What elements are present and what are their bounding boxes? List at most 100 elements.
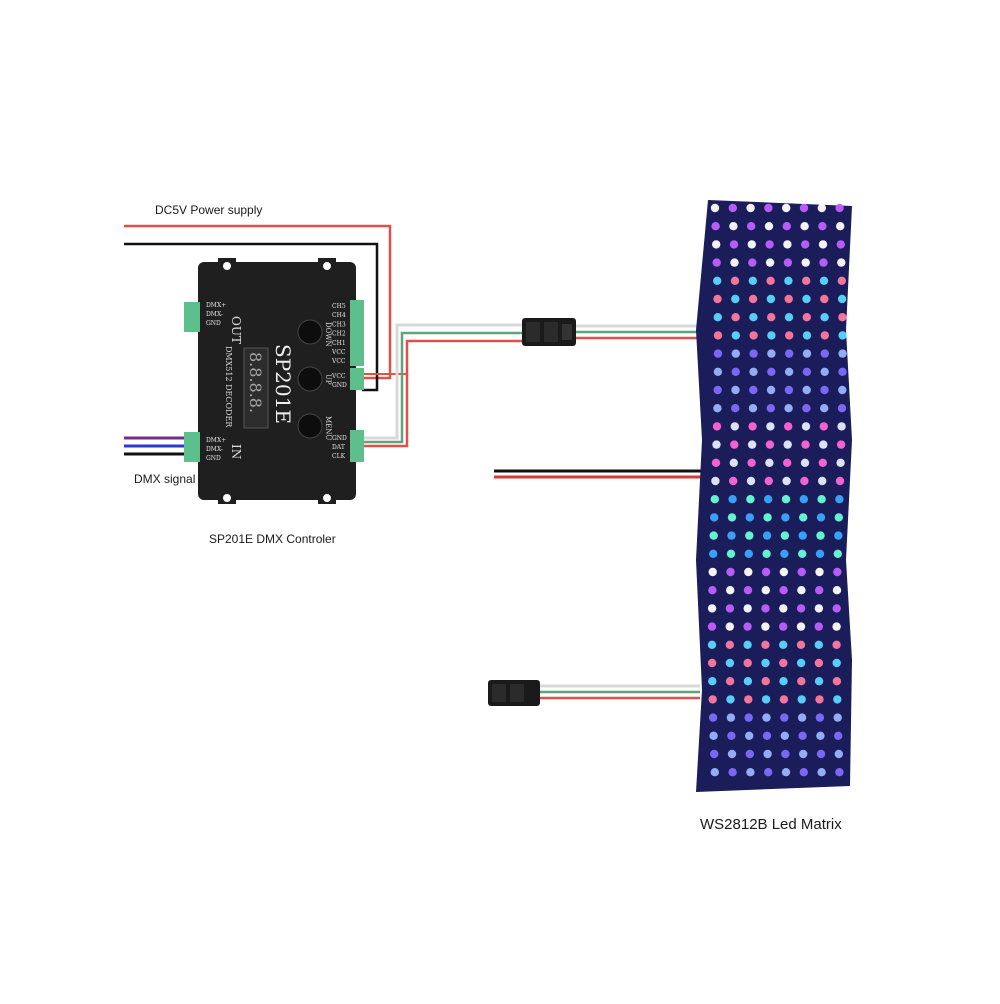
led-pixel (781, 495, 791, 504)
led-pixel (820, 385, 829, 395)
led-pixel (815, 586, 824, 595)
led-pixel (783, 440, 792, 449)
led-pixel (762, 531, 772, 540)
led-pixel (782, 203, 791, 213)
led-pixel (837, 276, 846, 285)
led-pixel (836, 222, 845, 231)
led-pixel (766, 294, 776, 304)
led-pixel (832, 658, 841, 668)
led-pixel (816, 749, 826, 759)
led-pixel (836, 240, 845, 249)
led-pixel (713, 276, 722, 285)
led-pixel (818, 222, 827, 231)
down-button[interactable] (297, 319, 323, 345)
led-pixel (781, 768, 791, 777)
led-pixel (832, 640, 841, 649)
menu-label: MENU (324, 416, 332, 440)
led-pixel (710, 513, 719, 522)
led-pixel (727, 731, 736, 740)
led-pixel (762, 549, 771, 558)
down-label: DOWN (324, 322, 332, 347)
led-pixel (802, 331, 812, 340)
led-pixel (749, 349, 758, 358)
led-pixel (837, 258, 846, 267)
led-pixel (833, 713, 842, 722)
led-pixel (779, 604, 788, 613)
pin-label: DMX- (206, 446, 223, 453)
led-pixel (744, 549, 753, 558)
led-pixel (784, 404, 793, 413)
led-pixel (834, 749, 843, 759)
led-pixel (833, 695, 842, 704)
led-pixel (761, 640, 770, 649)
led-pixel (749, 313, 758, 322)
led-pixel (761, 677, 770, 686)
led-pixel (815, 549, 825, 558)
led-pixel (746, 203, 755, 213)
power-supply-label: DC5V Power supply (155, 203, 263, 217)
led-pixel (834, 731, 843, 740)
led-pixel (727, 513, 737, 522)
led-pixel (835, 476, 845, 486)
matrix-input-connector (522, 318, 708, 346)
led-pixel (800, 476, 809, 486)
led-pixel (728, 203, 737, 213)
dmx-signal-label: DMX signal (134, 472, 196, 486)
led-pixel (761, 586, 770, 595)
led-pixel (746, 495, 755, 504)
led-pixel (726, 713, 736, 722)
led-pixel (784, 313, 794, 322)
led-pixel (713, 294, 722, 304)
led-pixel (731, 367, 740, 376)
up-button[interactable] (297, 366, 323, 392)
led-pixel (782, 222, 791, 231)
led-pixel (797, 677, 806, 686)
led-pixel (726, 549, 736, 558)
led-pixel (802, 276, 811, 285)
led-pixel (747, 240, 756, 249)
led-pixel (761, 695, 771, 704)
led-pixel (798, 531, 807, 540)
menu-button[interactable] (297, 413, 323, 439)
led-pixel (725, 658, 735, 668)
led-pixel (820, 331, 829, 340)
led-pixel (818, 458, 827, 467)
led-pixel (761, 658, 770, 668)
led-pixel (797, 586, 806, 595)
led-pixel (767, 349, 776, 358)
led-pixel (820, 349, 829, 358)
led-pixel (818, 476, 827, 486)
led-pixel (766, 276, 775, 285)
pin-label: CH2 (332, 331, 346, 338)
led-pixel (712, 240, 721, 249)
led-pixel (748, 404, 758, 413)
led-pixel (731, 313, 740, 322)
led-pixel (729, 458, 738, 467)
led-pixel (802, 404, 811, 413)
led-pixel (816, 531, 825, 540)
led-pixel (765, 458, 774, 467)
led-pixel (833, 567, 842, 577)
led-pixel (731, 349, 740, 358)
led-pixel (730, 440, 739, 449)
led-pixel (800, 458, 810, 467)
led-pixel (799, 495, 808, 504)
led-pixel (780, 731, 789, 740)
led-pixel (838, 313, 847, 322)
led-pixel (725, 604, 735, 613)
led-pixel (801, 258, 810, 267)
led-pixel (838, 385, 847, 395)
led-pixel (749, 331, 758, 340)
led-pixel (833, 549, 842, 558)
segment-display (243, 347, 269, 429)
led-pixel (764, 476, 773, 486)
dmx-wires (124, 436, 194, 456)
led-pixel (748, 422, 757, 431)
led-pixel (749, 367, 758, 376)
led-pixel (708, 677, 717, 686)
led-pixel (838, 331, 847, 340)
led-pixel (837, 422, 846, 431)
led-pixel (798, 731, 807, 740)
led-pixel (838, 367, 847, 376)
